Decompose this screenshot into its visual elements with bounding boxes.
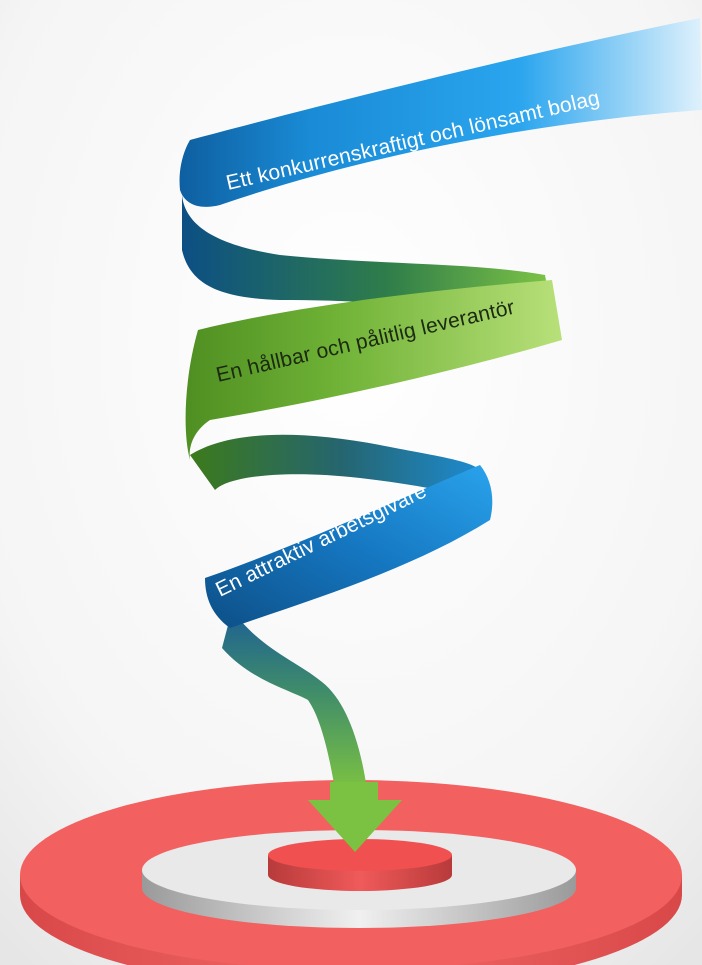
ribbon-green: [185, 280, 563, 460]
ribbon-blue-top: [179, 18, 702, 207]
target-bullseye: [268, 839, 452, 871]
spiral-ribbon: [179, 18, 702, 790]
arrow-down-icon: [308, 782, 402, 852]
target: [20, 780, 682, 965]
ribbon-tail: [222, 610, 367, 790]
ribbon-blue-lower: [205, 465, 493, 628]
ribbon-back-lower: [190, 434, 492, 505]
